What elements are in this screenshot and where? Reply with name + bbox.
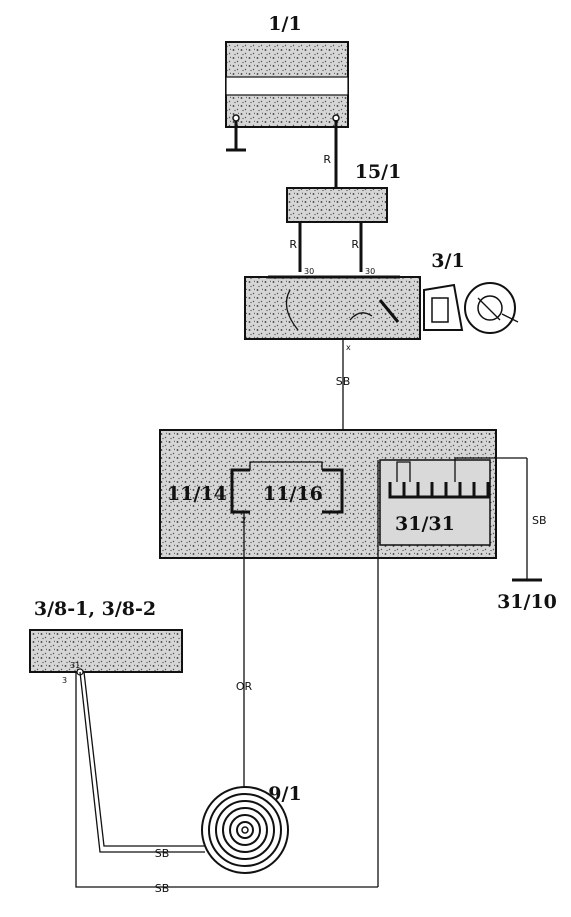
connector-block-body <box>379 459 491 546</box>
wire-label-fuse-switch-right: R <box>351 238 359 251</box>
ignition-switch-body <box>244 276 421 340</box>
module-11-16-bracket <box>322 468 344 514</box>
connector-comb <box>388 482 490 499</box>
wire-label-module-horn: OR <box>236 680 253 693</box>
wire-label-switch-module: SB <box>336 375 351 388</box>
fuse-box-label: 15/1 <box>355 161 402 183</box>
wire-label-module-ground: SB <box>532 514 547 527</box>
fuse-box-component: 15/1 <box>286 161 402 223</box>
battery-band <box>225 76 349 96</box>
door-switch-pin-31: 31 <box>70 661 80 670</box>
wire-label-bottom-loop: SB <box>155 882 170 895</box>
switch-pin-30-right: 30 <box>365 267 375 276</box>
wire-switch-horn <box>79 671 205 853</box>
module-11-14-bracket <box>230 468 250 514</box>
battery-label: 1/1 <box>268 13 301 35</box>
fuse-box-body <box>286 187 388 223</box>
switch-pin-30-left: 30 <box>304 267 314 276</box>
wire-label-switch-horn: SB <box>155 847 170 860</box>
door-switch-pin-3: 3 <box>62 676 67 685</box>
control-module-block: 11/14 11/16 2 31/31 <box>159 429 527 559</box>
ignition-switch-component: 3/1 30 30 x <box>244 250 519 352</box>
battery-component: 1/1 <box>225 13 349 152</box>
module-11-16-label: 11/16 <box>263 483 323 505</box>
wire-label-battery-fuse: R <box>323 153 331 166</box>
module-11-14-label: 11/14 <box>167 483 227 505</box>
horn-component: 9/1 <box>201 783 302 874</box>
door-switch-component: 3/8-1, 3/8-2 31 3 <box>29 598 183 685</box>
wire-bottom-loop <box>75 672 378 888</box>
door-switch-label: 3/8-1, 3/8-2 <box>34 598 156 620</box>
switch-pin-x: x <box>346 343 351 352</box>
connector-block-label: 31/31 <box>395 513 455 535</box>
ignition-switch-label: 3/1 <box>431 250 464 272</box>
ground-label: 31/10 <box>497 591 557 613</box>
wire-label-fuse-switch-left: R <box>289 238 297 251</box>
